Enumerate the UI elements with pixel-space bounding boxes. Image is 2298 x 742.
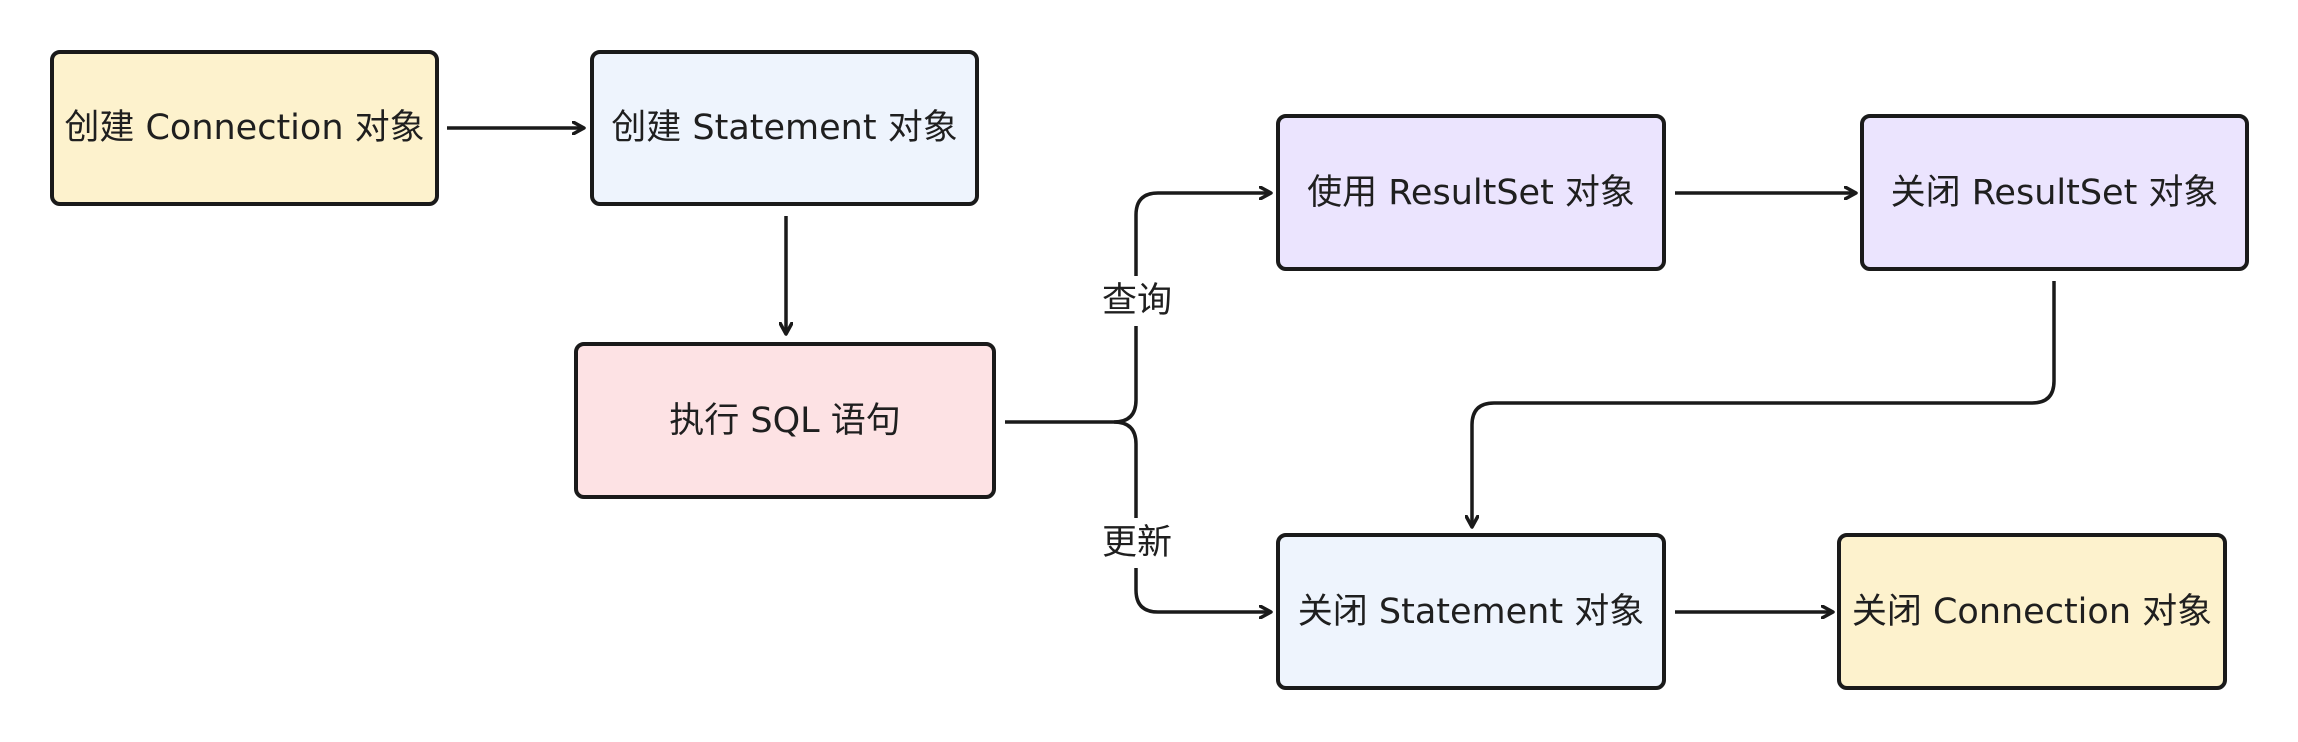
node-use-resultset: 使用 ResultSet 对象: [1276, 114, 1666, 271]
node-execute-sql: 执行 SQL 语句: [574, 342, 996, 499]
node-create-connection: 创建 Connection 对象: [50, 50, 439, 206]
edge-execute-to-close-statement: [1113, 420, 1270, 612]
edge-close-resultset-to-close-statement: [1472, 281, 2056, 526]
node-create-statement: 创建 Statement 对象: [590, 50, 979, 206]
node-close-resultset: 关闭 ResultSet 对象: [1860, 114, 2249, 271]
edge-label-update: 更新: [1096, 518, 1179, 568]
node-close-connection: 关闭 Connection 对象: [1837, 533, 2227, 690]
edge-label-query: 查询: [1096, 276, 1179, 326]
node-close-statement: 关闭 Statement 对象: [1276, 533, 1666, 690]
